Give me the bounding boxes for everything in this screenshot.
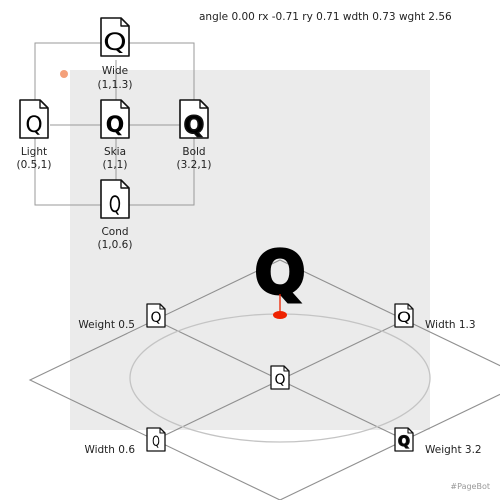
axis-label: Weight 3.2	[425, 444, 482, 456]
glyph-preview: Q	[109, 192, 121, 217]
location-marker[interactable]	[273, 311, 287, 319]
master-light[interactable]: Q Light (0.5,1)	[17, 99, 52, 171]
master-coord: (1,0.6)	[98, 239, 133, 251]
glyph-preview: Q	[103, 29, 127, 56]
axis-label: Width 1.3	[425, 319, 476, 331]
glyph-preview: Q	[152, 433, 160, 449]
background-panel	[70, 70, 430, 430]
master-bold[interactable]: Q Bold (3.2,1)	[177, 99, 212, 171]
axis-label: Weight 0.5	[78, 319, 135, 331]
axis-label: Width 0.6	[84, 444, 135, 456]
axis-width-high[interactable]: Q Width 1.3	[394, 303, 476, 331]
master-coord: (3.2,1)	[177, 159, 212, 171]
master-name: Light	[21, 146, 47, 158]
axis-weight-high[interactable]: Q Weight 3.2	[394, 427, 482, 456]
master-cond[interactable]: Q Cond (1,0.6)	[98, 179, 133, 251]
location-dot[interactable]	[60, 70, 68, 78]
master-coord: (1,1.3)	[98, 79, 133, 91]
glyph-preview: Q	[25, 113, 42, 138]
interpolated-glyph[interactable]: Q	[253, 237, 307, 319]
master-wide[interactable]: Q Wide (1,1.3)	[98, 17, 133, 91]
master-name: Cond	[101, 226, 128, 238]
master-skia[interactable]: Q Skia (1,1)	[100, 99, 130, 171]
axis-weight-low[interactable]: Q Weight 0.5	[78, 303, 166, 331]
axis-width-low[interactable]: Q Width 0.6	[84, 427, 166, 456]
glyph-preview: Q	[184, 111, 204, 139]
master-name: Skia	[104, 146, 126, 158]
master-name: Wide	[102, 65, 128, 77]
glyph-preview: Q	[398, 434, 410, 450]
glyph-preview: Q	[397, 309, 411, 325]
axis-readout: angle 0.00 rx -0.71 ry 0.71 wdth 0.73 wg…	[199, 11, 452, 23]
glyph-preview: Q	[254, 238, 305, 308]
axis-center[interactable]: Q	[270, 365, 290, 390]
master-coord: (1,1)	[103, 159, 128, 171]
glyph-preview: Q	[274, 372, 285, 388]
master-coord: (0.5,1)	[17, 159, 52, 171]
glyph-preview: Q	[150, 310, 161, 326]
glyph-preview: Q	[106, 113, 125, 138]
footer-credit: #PageBot	[450, 482, 490, 491]
master-name: Bold	[182, 146, 205, 158]
